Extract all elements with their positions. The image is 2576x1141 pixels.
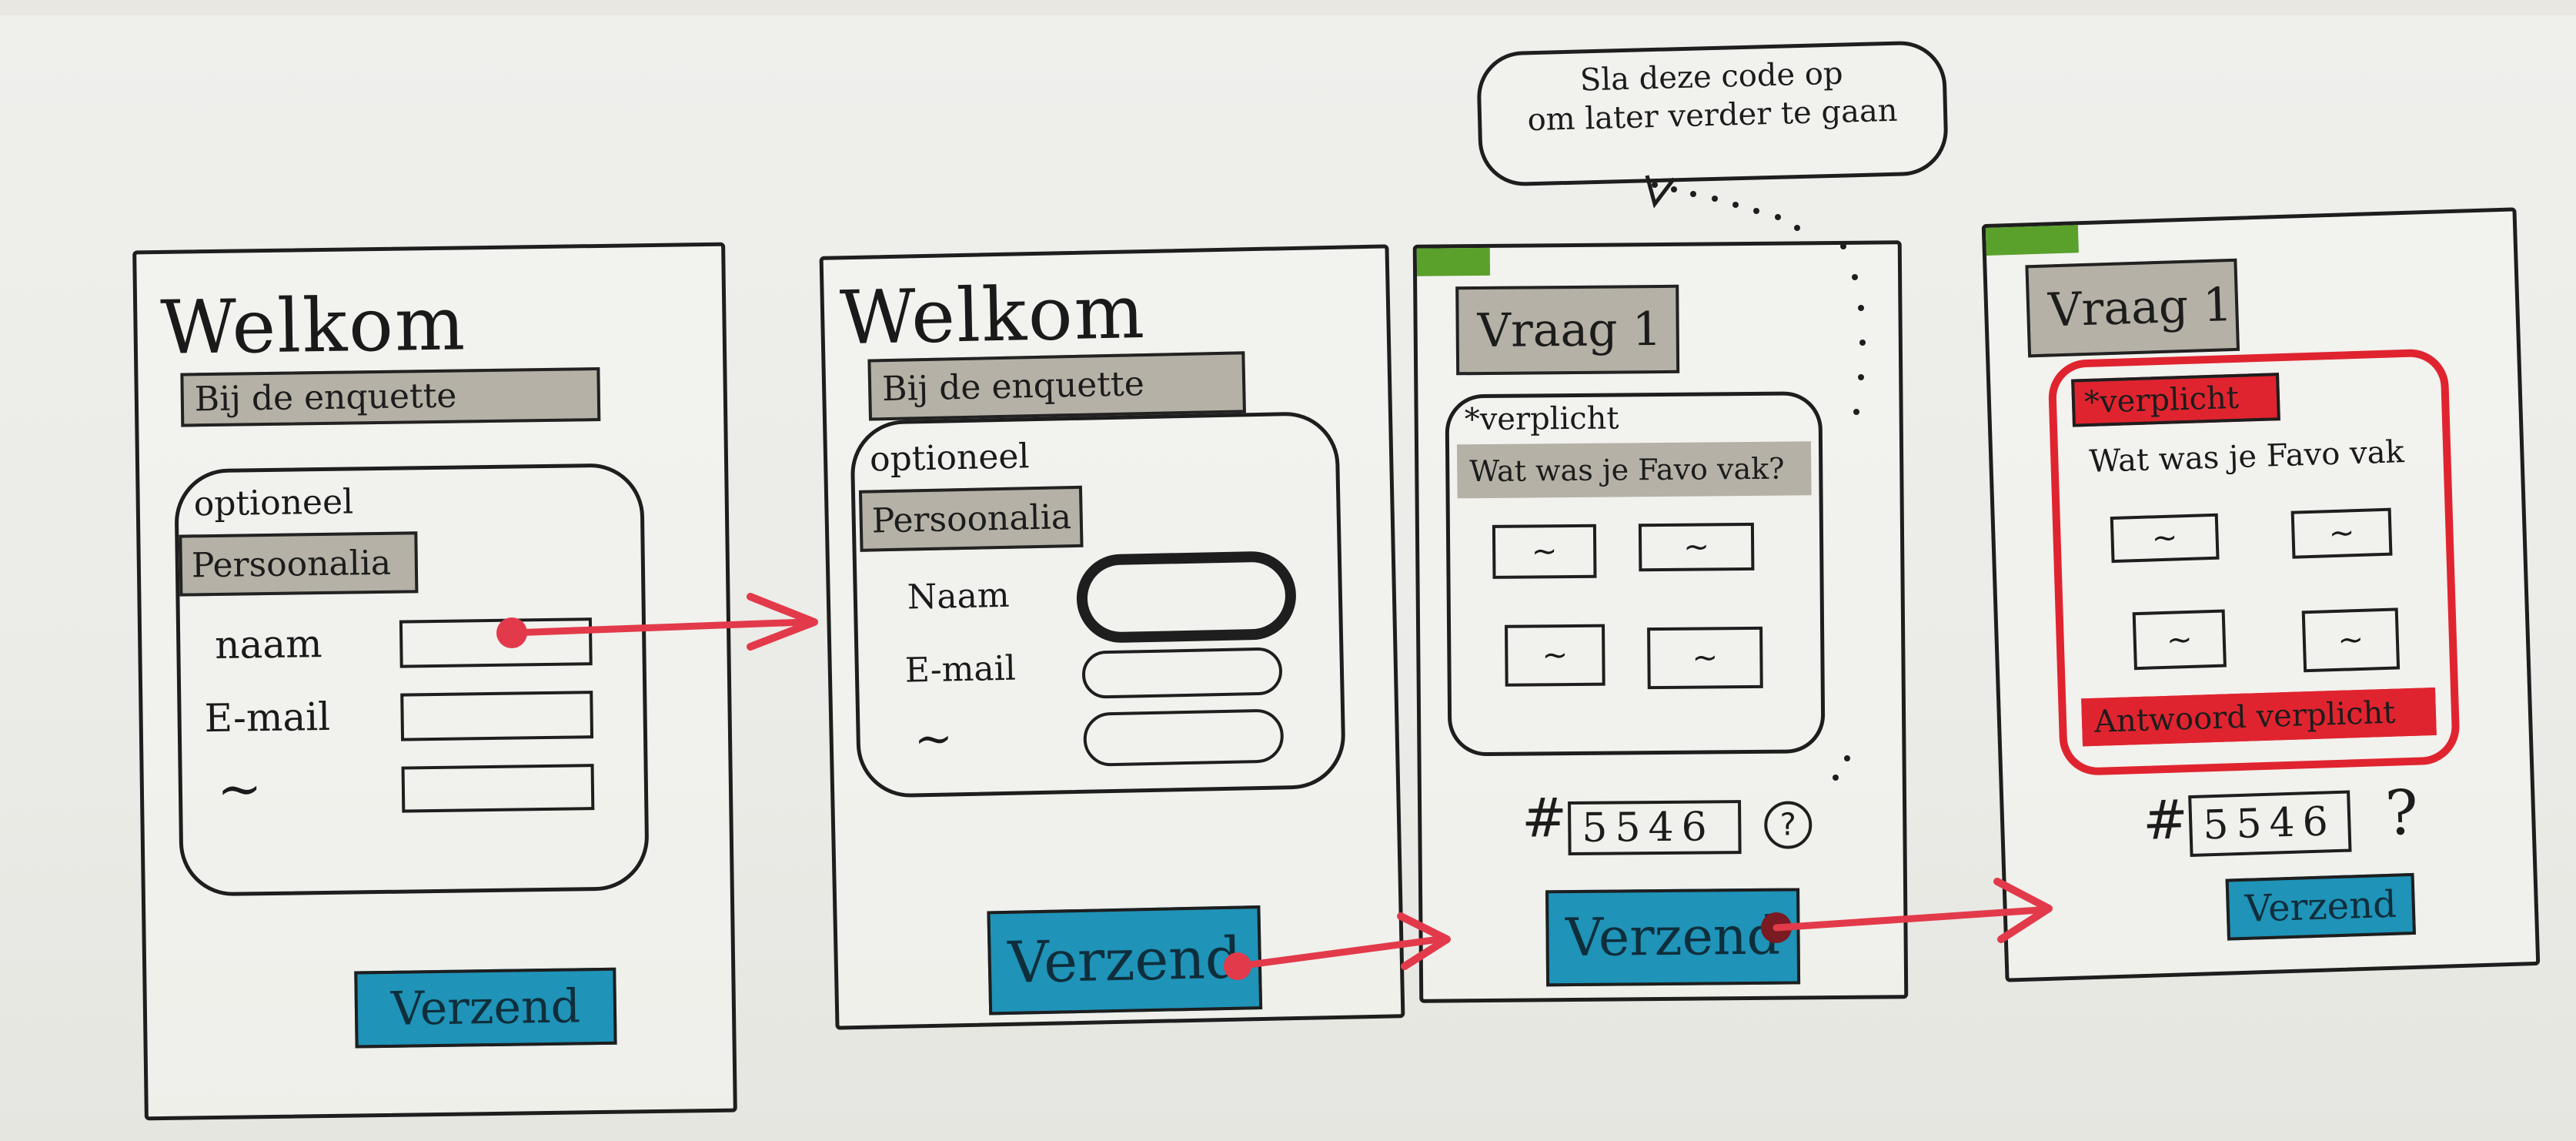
arrow-submit-to-screen3 [1224,912,1451,980]
arrow-field-to-screen2 [496,593,818,651]
callout-tail [1645,175,1676,209]
callout-dotted-connector [1652,182,1866,781]
arrow-submit-to-screen4 [1761,878,2053,943]
